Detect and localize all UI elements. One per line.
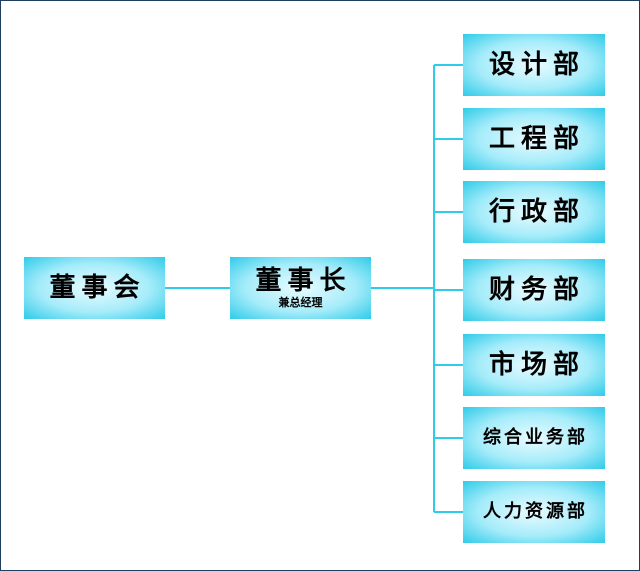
- department-box-engineering: 工程部: [463, 108, 605, 170]
- department-label: 综合业务部: [483, 427, 588, 449]
- department-box-marketing: 市场部: [463, 334, 605, 396]
- department-box-general-business: 综合业务部: [463, 407, 605, 469]
- department-label: 行政部: [488, 196, 585, 227]
- department-box-finance: 财务部: [463, 259, 605, 321]
- department-label: 人力资源部: [483, 501, 588, 523]
- board-box: 董事会: [24, 257, 165, 319]
- board-label: 董事会: [49, 272, 146, 303]
- department-box-design: 设计部: [463, 34, 605, 96]
- department-label: 设计部: [488, 49, 585, 80]
- chairman-label: 董事长: [255, 266, 352, 297]
- chairman-note: 兼总经理: [278, 295, 323, 309]
- department-box-hr: 人力资源部: [463, 481, 605, 543]
- chairman-box: 董事长 兼总经理: [230, 257, 371, 319]
- department-label: 财务部: [488, 274, 585, 305]
- department-box-admin: 行政部: [463, 181, 605, 243]
- department-label: 工程部: [488, 123, 585, 154]
- department-label: 市场部: [488, 349, 585, 380]
